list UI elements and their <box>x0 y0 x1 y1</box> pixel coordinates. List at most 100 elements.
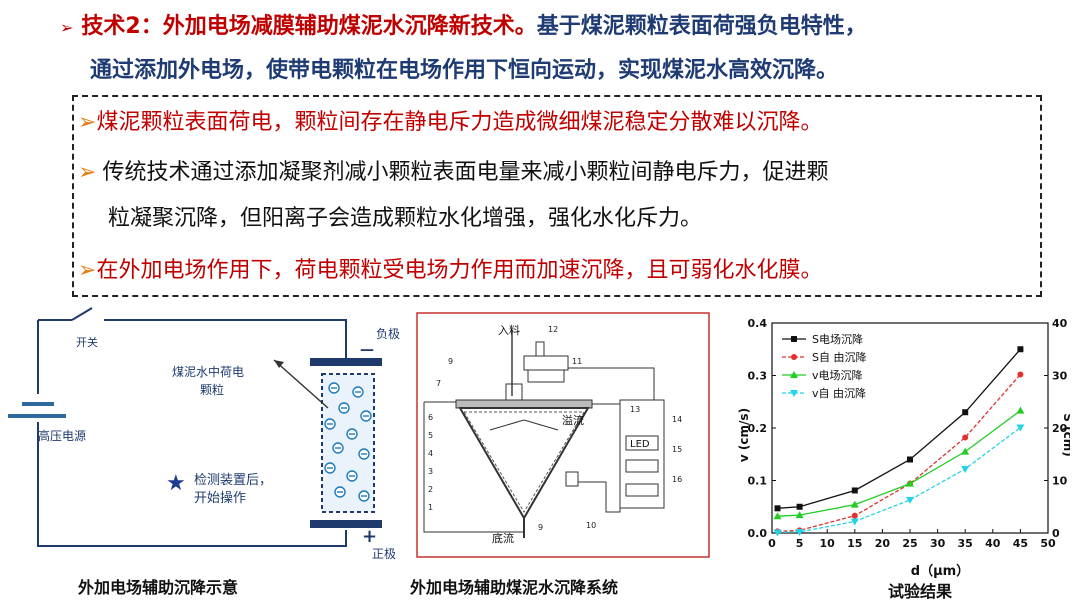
note-line-1: 检测装置后， <box>194 473 272 488</box>
data-point <box>1017 346 1024 353</box>
point-1-text: 煤泥颗粒表面荷电，颗粒间存在静电斥力造成微细煤泥稳定分散难以沉降。 <box>96 110 823 135</box>
part-number: 3 <box>428 467 433 476</box>
positive-pole-label: 正极 <box>372 547 396 561</box>
series-line-2 <box>777 410 1021 517</box>
data-point <box>773 512 782 520</box>
y-left-tick-label: 0.0 <box>748 527 768 540</box>
data-point <box>796 503 803 510</box>
header-desc-1: 基于煤泥颗粒表面荷强负电特性， <box>536 14 867 39</box>
y-left-tick-label: 0.2 <box>748 422 768 435</box>
part-number: 7 <box>436 379 441 388</box>
led-label: LED <box>630 439 650 450</box>
switch-label: 开关 <box>76 335 98 349</box>
header-line-1: ➢ 技术2：外加电场减膜辅助煤泥水沉降新技术。基于煤泥颗粒表面荷强负电特性， <box>60 12 867 43</box>
data-point <box>795 511 804 519</box>
underflow-label: 底流 <box>492 531 514 545</box>
point-1: ➢煤泥颗粒表面荷电，颗粒间存在静电斥力造成微细煤泥稳定分散难以沉降。 <box>78 108 822 138</box>
data-point <box>961 447 970 455</box>
data-point <box>774 505 781 512</box>
data-point <box>1016 424 1025 432</box>
chart-x-label: d（μm） <box>911 563 969 579</box>
data-point <box>795 528 804 536</box>
y-right-tick-label: 10 <box>1052 475 1068 488</box>
part-number: 9 <box>538 523 543 532</box>
data-point <box>961 465 970 473</box>
legend-label: v电场沉降 <box>812 368 863 382</box>
part-number: 12 <box>548 325 558 334</box>
legend-marker <box>790 390 798 397</box>
data-point <box>851 512 858 519</box>
x-tick-label: 50 <box>1040 537 1056 550</box>
series-line-3 <box>777 426 1021 534</box>
point-1-bullet-icon: ➢ <box>78 110 97 135</box>
x-tick-label: 25 <box>902 537 917 550</box>
sedimentation-system-diagram: 入料 溢流 底流 LED 12 11 9 7 6 5 4 3 2 1 9 10 … <box>416 312 710 558</box>
part-number: 15 <box>672 445 682 454</box>
point-2: ➢传统技术通过添加凝聚剂减小颗粒表面电量来减小颗粒间静电斥力，促进颗 <box>78 158 828 188</box>
point-3-text: 在外加电场作用下，荷电颗粒受电场力作用而加速沉降，且可弱化水化膜。 <box>96 258 823 283</box>
data-point <box>962 409 969 416</box>
particle-label-2: 颗粒 <box>200 382 224 397</box>
x-tick-label: 5 <box>796 537 804 550</box>
part-number: 9 <box>448 357 453 366</box>
part-number: 6 <box>428 413 433 422</box>
negative-sign: — <box>360 342 374 358</box>
part-number: 14 <box>672 415 682 424</box>
series-line-0 <box>777 348 1021 509</box>
point-2-bullet-icon: ➢ <box>78 160 97 185</box>
data-point <box>851 487 858 494</box>
x-tick-label: 0 <box>768 537 776 550</box>
x-tick-label: 15 <box>847 537 862 550</box>
legend-marker <box>790 371 798 378</box>
system-caption: 外加电场辅助煤泥水沉降系统 <box>410 578 619 597</box>
chart-y-left-label: v (cm/s) <box>737 408 751 462</box>
note-line-2: 开始操作 <box>194 490 246 506</box>
data-point <box>906 496 914 504</box>
part-number: 5 <box>428 431 433 440</box>
field-schematic: 开关 高压电源 负极 — + 正极 煤泥水中荷电 颗粒 ★ 检测装置后， 开始操… <box>8 307 400 561</box>
key-points-box <box>72 95 1042 297</box>
legend-marker <box>791 354 797 360</box>
particle-label-1: 煤泥水中荷电 <box>172 364 244 379</box>
y-right-tick-label: 30 <box>1052 370 1068 383</box>
y-left-tick-label: 0.4 <box>748 317 768 330</box>
y-right-tick-label: 0 <box>1052 527 1060 540</box>
point-3: ➢在外加电场作用下，荷电颗粒受电场力作用而加速沉降，且可弱化水化膜。 <box>78 256 822 286</box>
point-3-bullet-icon: ➢ <box>78 258 97 283</box>
chart-caption: 试验结果 <box>888 582 952 601</box>
overflow-label: 溢流 <box>562 413 584 427</box>
header-bullet-icon: ➢ <box>60 18 74 37</box>
x-tick-label: 30 <box>930 537 946 550</box>
header-line-2: 通过添加外电场，使带电颗粒在电场作用下恒向运动，实现煤泥水高效沉降。 <box>90 58 839 83</box>
part-number: 11 <box>572 357 582 366</box>
legend-label: v自 由沉降 <box>812 386 866 400</box>
y-right-tick-label: 20 <box>1052 422 1068 435</box>
positive-sign: + <box>362 526 377 547</box>
series-line-1 <box>777 374 1021 533</box>
data-point <box>1016 406 1025 414</box>
schematic-caption: 外加电场辅助沉降示意 <box>78 578 239 597</box>
x-tick-label: 40 <box>985 537 1001 550</box>
x-tick-label: 10 <box>820 537 836 550</box>
legend-marker <box>791 336 797 342</box>
data-point <box>850 518 859 526</box>
data-point <box>906 479 914 487</box>
legend-label: S电场沉降 <box>812 332 863 346</box>
data-point <box>850 500 859 508</box>
part-number: 1 <box>428 503 433 512</box>
x-tick-label: 45 <box>1013 537 1028 550</box>
negative-pole-label: 负极 <box>376 327 400 341</box>
inlet-label: 入料 <box>498 323 520 337</box>
point-2-text-2: 粒凝聚沉降，但阳离子会造成颗粒水化增强，强化水化斥力。 <box>108 206 703 231</box>
point-2-text-1: 传统技术通过添加凝聚剂减小颗粒表面电量来减小颗粒间静电斥力，促进颗 <box>102 160 829 185</box>
data-point <box>962 434 969 441</box>
data-point <box>773 529 782 537</box>
star-icon: ★ <box>166 471 186 496</box>
part-number: 10 <box>586 521 596 530</box>
x-tick-label: 35 <box>958 537 973 550</box>
part-number: 4 <box>428 449 433 458</box>
tech-label: 技术2：外加电场减膜辅助煤泥水沉降新技术。 <box>81 14 537 39</box>
y-right-tick-label: 40 <box>1052 317 1068 330</box>
part-number: 16 <box>672 475 682 484</box>
